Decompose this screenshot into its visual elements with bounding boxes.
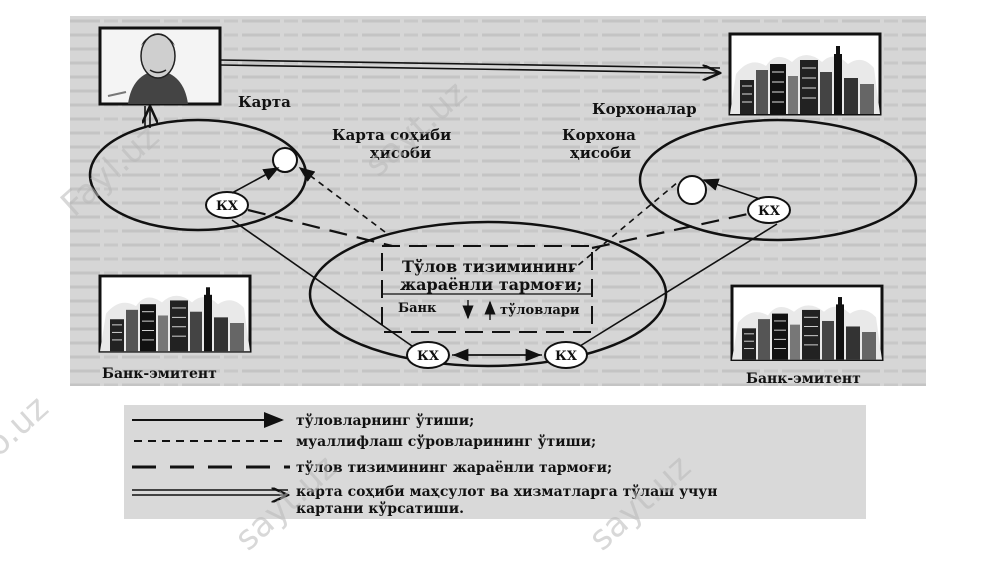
watermark: o.uz — [0, 388, 56, 465]
svg-text:КХ: КХ — [555, 349, 578, 364]
svg-text:КХ: КХ — [758, 204, 781, 219]
kx-node-bank-right: КХ — [544, 341, 588, 369]
label-network-1: Тўлов тизимининг — [402, 257, 578, 276]
label-enterprise-account-2: ҳисоби — [570, 144, 631, 162]
legend-item-2: муаллифлаш сўровларининг ўтиши; — [296, 433, 596, 450]
label-cardholder-account-2: ҳисоби — [370, 144, 431, 162]
legend: тўловларнинг ўтиши; муаллифлаш сўровлари… — [124, 405, 866, 519]
label-network-2: жараёнли тармоғи; — [400, 275, 582, 294]
cardholder-account-circle — [272, 147, 298, 173]
legend-item-4-line2: картани кўрсатиши. — [296, 500, 464, 517]
kx-node-enterprise: КХ — [747, 196, 791, 224]
legend-item-3: тўлов тизимининг жараёнли тармоғи; — [296, 459, 612, 476]
payment-network-ellipse — [308, 220, 668, 368]
kx-node-bank-left: КХ — [406, 341, 450, 369]
label-enterprise-account-1: Корхона — [562, 126, 636, 144]
enterprise-account-circle — [677, 175, 707, 205]
enterprise-account-ellipse — [638, 118, 918, 242]
label-issuer-bank-right: Банк-эмитент — [746, 371, 861, 387]
label-card: Карта — [238, 93, 291, 111]
label-cardholder-account-1: Карта соҳиби — [332, 126, 451, 144]
label-bank-payments-right: тўловлари — [500, 303, 580, 318]
label-enterprises: Корхоналар — [592, 100, 697, 118]
legend-item-1: тўловларнинг ўтиши; — [296, 412, 474, 429]
label-bank-payments-left: Банк — [398, 301, 437, 316]
person-portrait-icon — [98, 26, 222, 106]
payment-flow-lines — [145, 59, 778, 362]
svg-text:КХ: КХ — [216, 199, 239, 214]
kx-node-cardholder: КХ — [205, 191, 249, 219]
city-skyline-icon — [98, 274, 252, 353]
legend-item-4-line1: карта соҳиби маҳсулот ва хизматларга тўл… — [296, 483, 718, 500]
label-issuer-bank-left: Банк-эмитент — [102, 366, 217, 382]
legend-background — [124, 405, 866, 519]
svg-text:КХ: КХ — [417, 349, 440, 364]
city-skyline-icon — [730, 284, 884, 362]
city-skyline-icon — [728, 32, 882, 116]
